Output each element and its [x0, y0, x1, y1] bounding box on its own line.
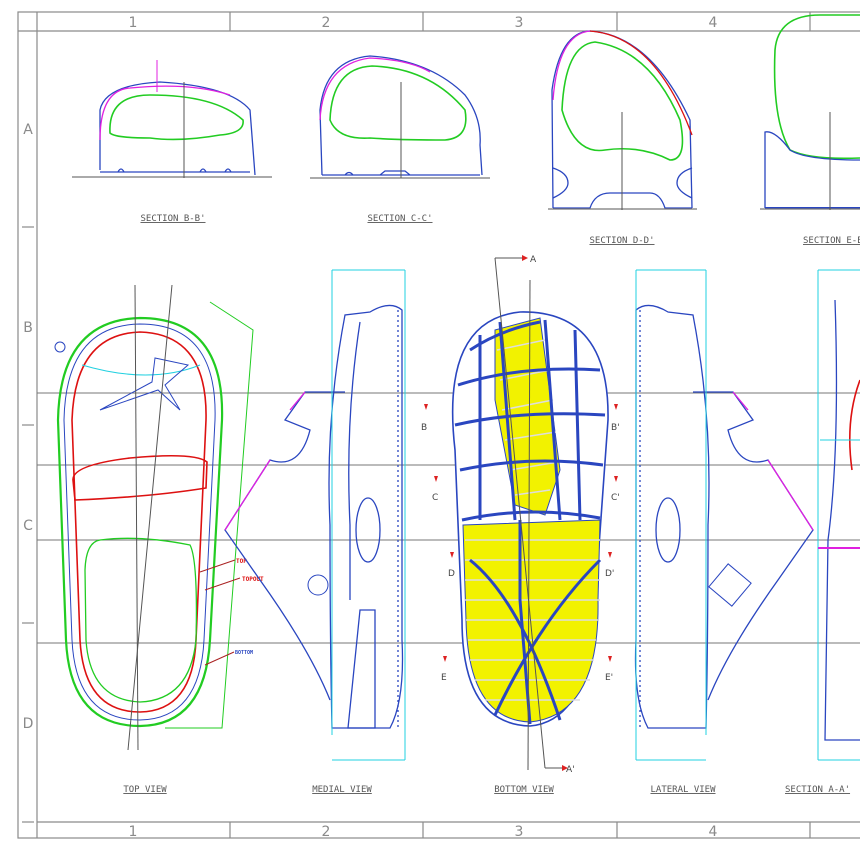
- marker-b-prime: B': [611, 423, 620, 433]
- section-b-title: SECTION B-B': [140, 214, 205, 224]
- marker-b: B: [421, 423, 427, 433]
- row-label: A: [23, 122, 33, 138]
- row-labels: A B C D: [23, 122, 34, 732]
- column-label: 4: [709, 15, 718, 31]
- bottom-view-title: BOTTOM VIEW: [494, 785, 554, 795]
- marker-a-prime: A': [566, 765, 575, 775]
- medial-view-drawing: [224, 269, 406, 761]
- section-d-title: SECTION D-D': [589, 236, 654, 246]
- section-d-drawing: [548, 30, 697, 210]
- row-label: B: [23, 320, 33, 336]
- column-label: 4: [709, 824, 718, 840]
- section-e-title: SECTION E-E': [803, 236, 860, 246]
- top-view-drawing: [54, 284, 254, 751]
- section-c-title: SECTION C-C': [367, 214, 432, 224]
- label-topout: TOPOUT: [242, 576, 264, 583]
- top-view-title: TOP VIEW: [123, 785, 167, 795]
- column-labels-top: 1 2 3 4: [129, 15, 718, 31]
- marker-a: A: [530, 255, 537, 265]
- section-a-drawing: [817, 269, 860, 761]
- lateral-view-drawing: [634, 269, 814, 761]
- row-label: C: [23, 518, 33, 534]
- section-e-drawing: [760, 14, 860, 210]
- section-c-drawing: [310, 55, 490, 179]
- section-markers: A A' B B' C C' D D' E E': [421, 255, 620, 775]
- section-lines: [37, 392, 860, 644]
- column-label: 1: [129, 15, 138, 31]
- column-label: 3: [515, 15, 524, 31]
- section-b-drawing: [72, 60, 272, 178]
- column-label: 2: [322, 15, 331, 31]
- medial-view-title: MEDIAL VIEW: [312, 785, 372, 795]
- marker-c-prime: C': [611, 493, 620, 503]
- marker-c: C: [432, 493, 438, 503]
- row-label: D: [23, 716, 34, 732]
- marker-e: E: [441, 673, 447, 683]
- bottom-view-drawing: [451, 257, 609, 771]
- label-top: TOP: [236, 558, 247, 565]
- column-label: 1: [129, 824, 138, 840]
- column-label: 3: [515, 824, 524, 840]
- column-labels-bottom: 1 2 3 4: [129, 824, 718, 840]
- column-label: 2: [322, 824, 331, 840]
- drawing-frame: [17, 11, 860, 839]
- label-bottom: BOTTOM: [235, 650, 253, 656]
- marker-e-prime: E': [605, 673, 613, 683]
- top-view-labels: TOP TOPOUT BOTTOM: [199, 558, 264, 666]
- marker-d: D: [448, 569, 455, 579]
- section-a-title: SECTION A-A': [785, 785, 850, 795]
- lateral-view-title: LATERAL VIEW: [650, 785, 716, 795]
- marker-d-prime: D': [605, 569, 614, 579]
